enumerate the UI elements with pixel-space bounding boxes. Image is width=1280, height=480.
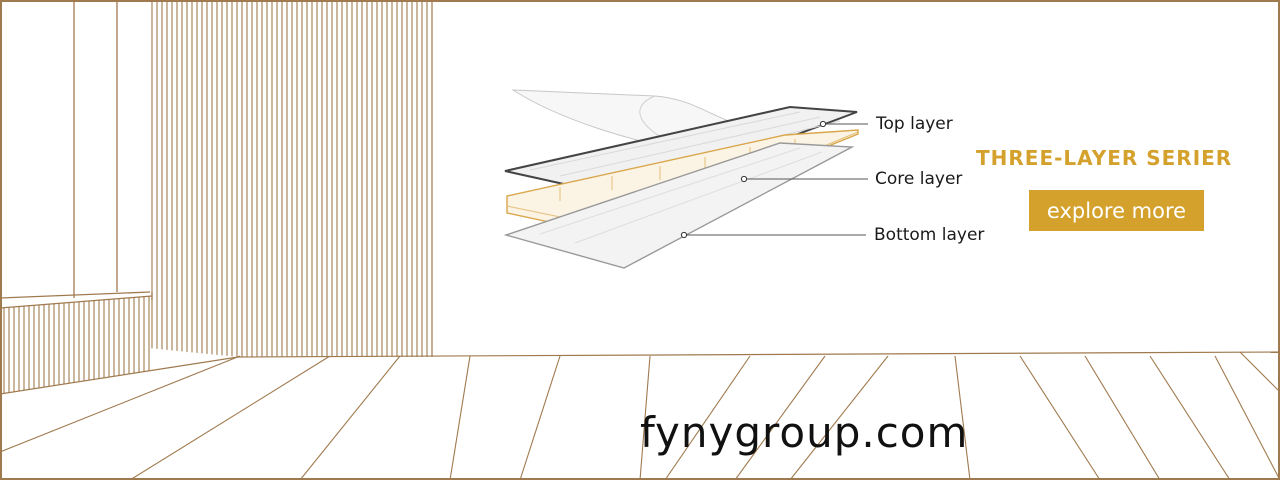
floor-boards (0, 351, 1280, 480)
website-url: fynygroup.com (640, 408, 969, 457)
left-wall (0, 0, 153, 309)
floor (0, 351, 1280, 395)
top-layer-label: Top layer (876, 114, 953, 134)
bench-slats (3, 296, 150, 394)
layer-diagram (503, 89, 868, 269)
wall-slats (151, 0, 433, 357)
top-layer-marker (819, 120, 827, 128)
explore-more-button[interactable]: explore more (1029, 190, 1204, 231)
core-layer-marker (740, 175, 748, 183)
bottom-layer-label: Bottom layer (874, 225, 985, 245)
core-layer-label: Core layer (875, 169, 963, 189)
bottom-layer-marker (680, 231, 688, 239)
series-headline: THREE-LAYER SERIER (976, 146, 1233, 170)
